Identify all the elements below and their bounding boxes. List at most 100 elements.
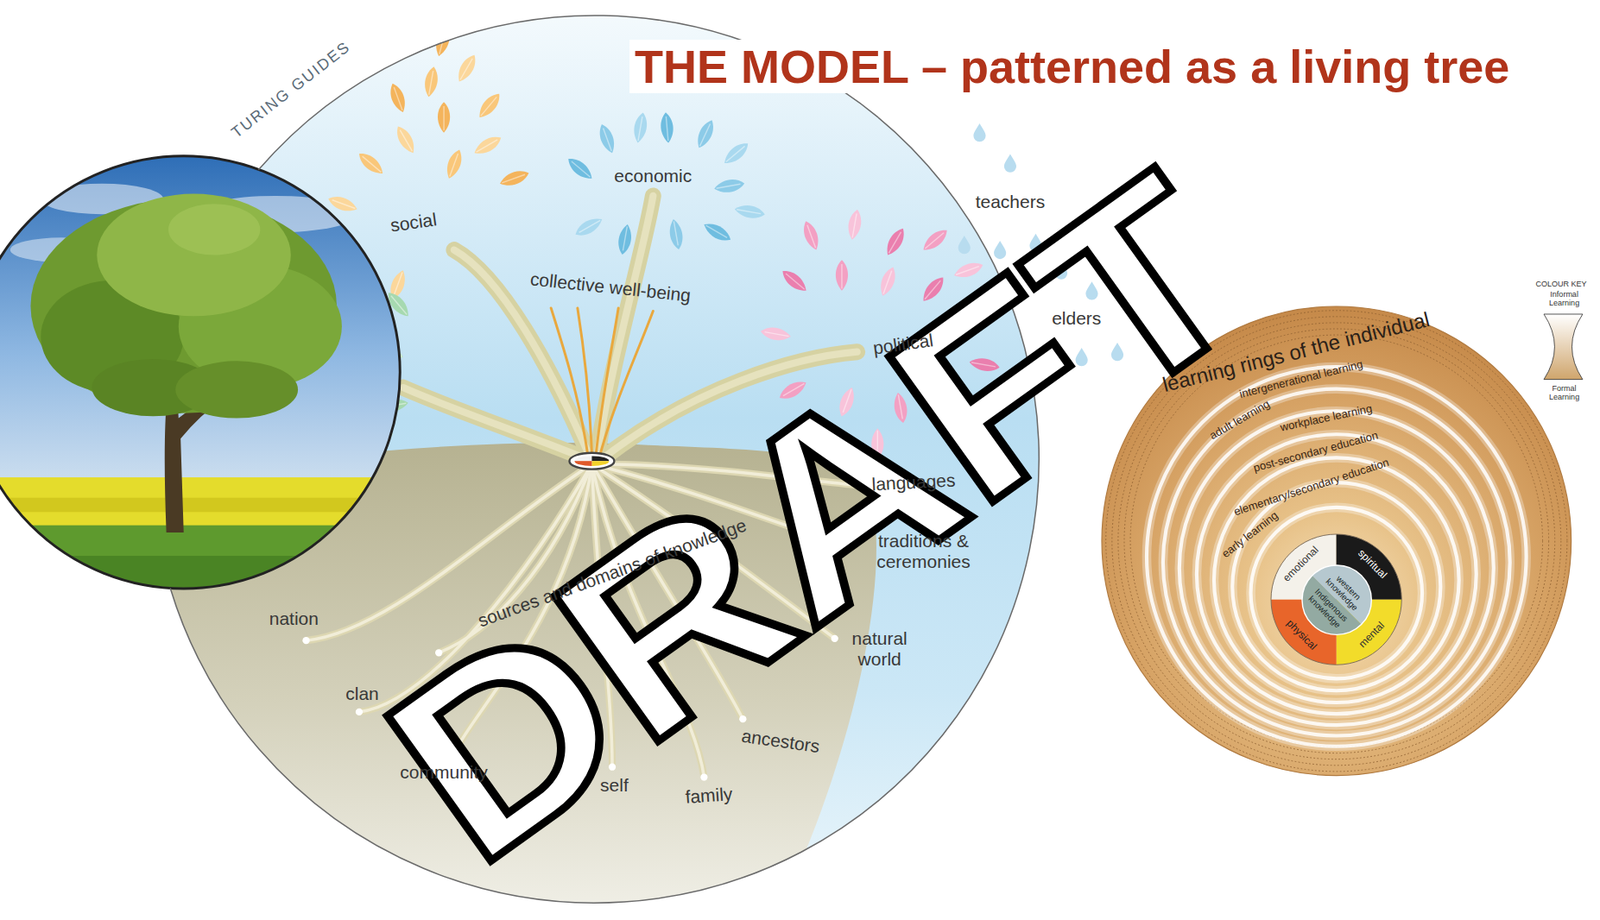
- ring-stripe: [1196, 434, 1477, 715]
- leaf: [846, 208, 864, 241]
- photo-field: [0, 477, 409, 534]
- leaf: [595, 122, 618, 156]
- knowledge-circle: western knowledgeIndigenous knowledge: [1302, 565, 1372, 635]
- leaf: [877, 265, 899, 298]
- leaf: [564, 154, 596, 184]
- ring-glow: [1196, 434, 1477, 715]
- tree-label: collective well-being: [529, 268, 692, 307]
- leaf: [778, 266, 810, 297]
- ring-glow: [1146, 366, 1527, 747]
- streak: [550, 308, 589, 456]
- leaf: [376, 30, 394, 63]
- streak: [577, 308, 593, 456]
- knowledge-outline: [1302, 565, 1372, 635]
- ring-glow: [1163, 388, 1511, 736]
- ring-stripe: [1179, 411, 1494, 726]
- leaf: [882, 225, 909, 259]
- ring-dashed: [1124, 328, 1550, 754]
- tree-label: traditions & ceremonies: [862, 531, 986, 573]
- leaf: [800, 219, 823, 253]
- tree-label: natural world: [838, 627, 921, 670]
- ring-glow: [1251, 506, 1423, 679]
- learning-rings: western knowledgeIndigenous knowledgeemo…: [1101, 306, 1572, 777]
- leaf: [616, 223, 634, 256]
- ring-glow: [1214, 457, 1460, 703]
- leaf: [442, 147, 465, 181]
- wheel-part: [591, 461, 609, 467]
- photo-crown: [175, 360, 298, 418]
- wheel-part: [574, 455, 592, 462]
- leaf: [572, 214, 606, 241]
- ring-stripe: [1146, 366, 1527, 747]
- leaf: [454, 51, 481, 85]
- rings-disc: [1101, 306, 1572, 777]
- wheel-part: [591, 455, 609, 462]
- tree-label: economic: [613, 165, 692, 187]
- ring-dashed: [1130, 335, 1543, 747]
- leaf: [392, 123, 419, 157]
- tree-label: social: [388, 208, 438, 236]
- leaf: [498, 167, 532, 190]
- leaf: [471, 132, 505, 159]
- ring-stripe: [1233, 482, 1442, 691]
- ring-stripe: [1251, 506, 1423, 679]
- tree-label: nation: [269, 608, 319, 630]
- tree-label: community: [399, 762, 488, 784]
- raindrop: [973, 123, 986, 142]
- wheel-outline: [1271, 534, 1402, 665]
- leaf: [693, 117, 718, 151]
- leaf: [835, 259, 848, 291]
- leaf: [474, 89, 505, 121]
- legend-heading: COLOUR KEY: [1536, 278, 1588, 288]
- title: THE MODEL – patterned as a living tree: [629, 39, 1515, 94]
- leaf: [422, 65, 440, 98]
- photo-border: [0, 156, 400, 589]
- ring-glow: [1233, 482, 1442, 691]
- photo-crown: [96, 194, 291, 317]
- raindrop: [1004, 153, 1017, 172]
- ring-glow: [1179, 411, 1494, 726]
- tree-label: clan: [345, 683, 380, 705]
- medicine-wheel: western knowledgeIndigenous knowledgeemo…: [1271, 534, 1402, 665]
- root-dot: [700, 773, 708, 781]
- leaf: [432, 25, 453, 58]
- trunk-streaks: [550, 308, 653, 456]
- streak: [600, 310, 653, 456]
- leaf: [437, 101, 450, 133]
- leaf: [667, 218, 685, 251]
- tree-label: languages: [871, 469, 956, 495]
- ring-stripe: [1214, 457, 1460, 703]
- photo-grass: [0, 525, 409, 598]
- tree-photo: [0, 152, 409, 597]
- photo-sky: [0, 152, 409, 490]
- tree-label: ancestors: [739, 726, 822, 759]
- photo-crown: [168, 203, 260, 255]
- leaf: [919, 225, 951, 255]
- leaf: [354, 149, 386, 179]
- trunk-wheel: [569, 453, 614, 470]
- tree-label: family: [684, 784, 734, 809]
- leaf: [386, 81, 409, 114]
- legend-text: Formal Learning: [1540, 385, 1588, 403]
- branch: [596, 196, 653, 458]
- leaf: [733, 202, 766, 221]
- trunk-wheel-colours: [574, 455, 609, 467]
- leaf-cluster: [564, 111, 766, 256]
- leaf: [720, 139, 752, 169]
- leaf: [701, 219, 734, 246]
- branch: [403, 387, 588, 460]
- leaf: [713, 177, 746, 195]
- leaf: [659, 112, 675, 145]
- wheel-part: [574, 461, 592, 467]
- root-dot: [302, 637, 310, 645]
- legend-text: Informal Learning: [1540, 291, 1588, 310]
- photo-field: [0, 498, 409, 513]
- tree-label: self: [600, 775, 629, 797]
- leaf: [632, 111, 650, 144]
- ring-stripe: [1163, 388, 1511, 736]
- legend-hourglass: [1543, 314, 1583, 380]
- circle-outline: [170, 15, 1039, 904]
- branch: [596, 196, 653, 458]
- leaf: [759, 325, 792, 343]
- leaf: [326, 192, 360, 215]
